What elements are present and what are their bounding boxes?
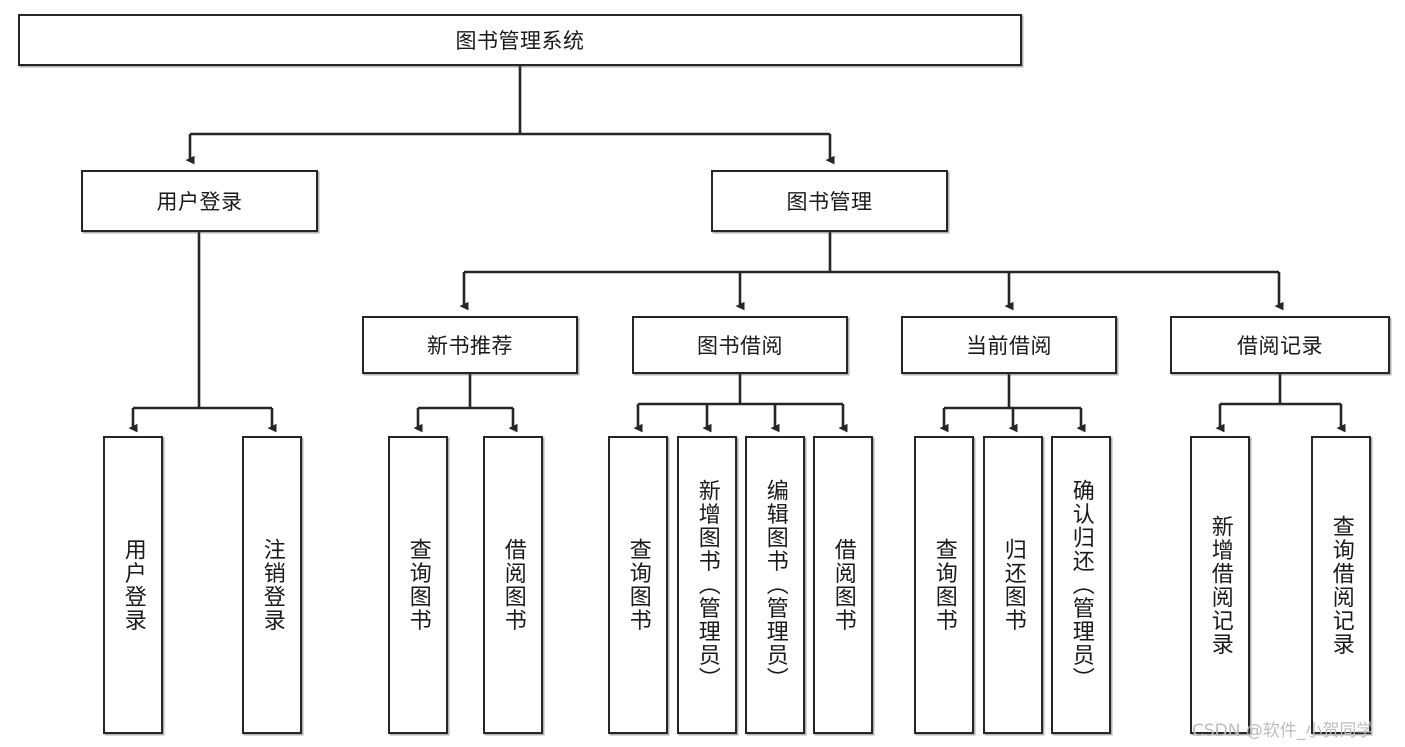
node-book-management-system[interactable]: 图书管理系统	[18, 14, 1022, 66]
node-label: 确认归还（管理员）	[1068, 479, 1094, 691]
node-label: 新增借阅记录	[1207, 514, 1233, 656]
node-leaf-query-book-newbook[interactable]: 查询图书	[388, 436, 448, 734]
node-label: 新增图书（管理员）	[694, 479, 720, 691]
node-leaf-add-book-admin[interactable]: 新增图书（管理员）	[677, 436, 737, 734]
node-leaf-query-book-current[interactable]: 查询图书	[914, 436, 974, 734]
node-label: 新书推荐	[427, 334, 513, 358]
node-leaf-query-book-borrowing[interactable]: 查询图书	[608, 436, 668, 734]
node-label: 归还图书	[1000, 538, 1026, 632]
node-user-login[interactable]: 用户登录	[81, 170, 318, 232]
node-leaf-user-login[interactable]: 用户登录	[103, 436, 163, 734]
node-label: 查询借阅记录	[1328, 514, 1354, 656]
node-label: 借阅图书	[830, 538, 856, 632]
node-leaf-logout[interactable]: 注销登录	[242, 436, 302, 734]
node-label: 查询图书	[931, 538, 957, 632]
node-label: 编辑图书（管理员）	[762, 479, 788, 691]
node-leaf-borrow-book-newbook[interactable]: 借阅图书	[483, 436, 543, 734]
node-leaf-confirm-return-admin[interactable]: 确认归还（管理员）	[1051, 436, 1111, 734]
node-book-management[interactable]: 图书管理	[711, 170, 948, 232]
node-label: 用户登录	[156, 190, 243, 214]
node-leaf-add-borrowing-record[interactable]: 新增借阅记录	[1190, 436, 1250, 734]
node-label: 图书管理系统	[455, 29, 585, 53]
node-borrowing-record[interactable]: 借阅记录	[1170, 316, 1390, 374]
node-label: 借阅图书	[500, 538, 526, 632]
node-leaf-borrow-book-borrowing[interactable]: 借阅图书	[813, 436, 873, 734]
node-label: 查询图书	[625, 538, 651, 632]
node-label: 图书管理	[786, 190, 873, 214]
node-label: 借阅记录	[1237, 334, 1323, 358]
node-label: 用户登录	[120, 538, 146, 632]
node-label: 查询图书	[405, 538, 431, 632]
node-current-borrowing[interactable]: 当前借阅	[901, 316, 1117, 374]
node-label: 图书借阅	[697, 334, 783, 358]
node-leaf-return-book[interactable]: 归还图书	[983, 436, 1043, 734]
node-label: 注销登录	[259, 538, 285, 632]
node-new-book-recommendation[interactable]: 新书推荐	[362, 316, 578, 374]
node-label: 当前借阅	[966, 334, 1052, 358]
connectors	[128, 66, 1346, 433]
node-leaf-edit-book-admin[interactable]: 编辑图书（管理员）	[745, 436, 805, 734]
node-leaf-query-borrowing-record[interactable]: 查询借阅记录	[1311, 436, 1371, 734]
node-book-borrowing[interactable]: 图书借阅	[632, 316, 848, 374]
